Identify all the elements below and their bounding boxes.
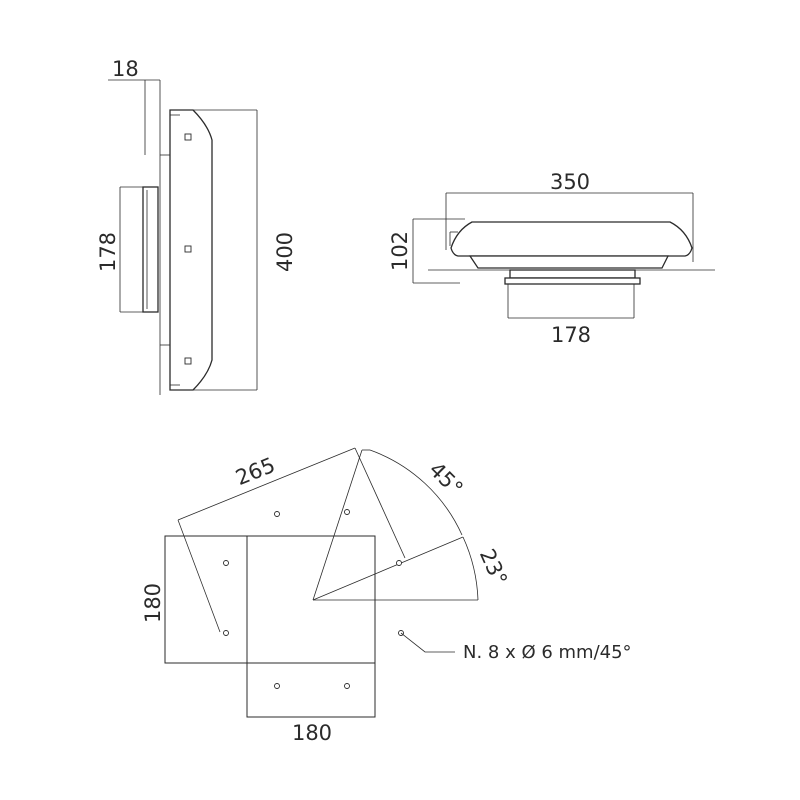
angle-45-label: 45° <box>424 457 467 500</box>
side-horizontal-dimension-label: 180 <box>292 721 332 745</box>
mounting-hole <box>274 511 280 517</box>
height-dimension-label: 102 <box>388 231 412 271</box>
total-height-dimension-label: 400 <box>273 232 297 272</box>
angle-23-label: 23° <box>475 545 512 589</box>
width-dimension-label: 350 <box>550 170 590 194</box>
diagonal-dimension-label: 265 <box>232 453 278 490</box>
depth-dimension-label: 18 <box>112 57 139 81</box>
side-view: 18 178 400 <box>96 57 297 395</box>
mounting-hole <box>223 630 229 636</box>
mounting-hole <box>344 509 350 515</box>
mounting-hole <box>396 560 402 566</box>
side-vertical-dimension-label: 180 <box>141 583 165 623</box>
mounting-hole <box>223 560 229 566</box>
mounting-plate <box>142 186 159 313</box>
mount-height-dimension-label: 178 <box>96 232 120 272</box>
mount-width-dimension-label: 178 <box>551 323 591 347</box>
mounting-hole <box>344 683 350 689</box>
lamp-body-top <box>450 221 693 257</box>
center-plate <box>246 535 376 664</box>
base-plate-view: 265 45° 23° N. 8 x Ø 6 mm/45° 180 180 <box>141 447 632 745</box>
mounting-hole <box>274 683 280 689</box>
holes-note: N. 8 x Ø 6 mm/45° <box>463 642 632 663</box>
top-view: 350 102 178 <box>388 170 715 347</box>
